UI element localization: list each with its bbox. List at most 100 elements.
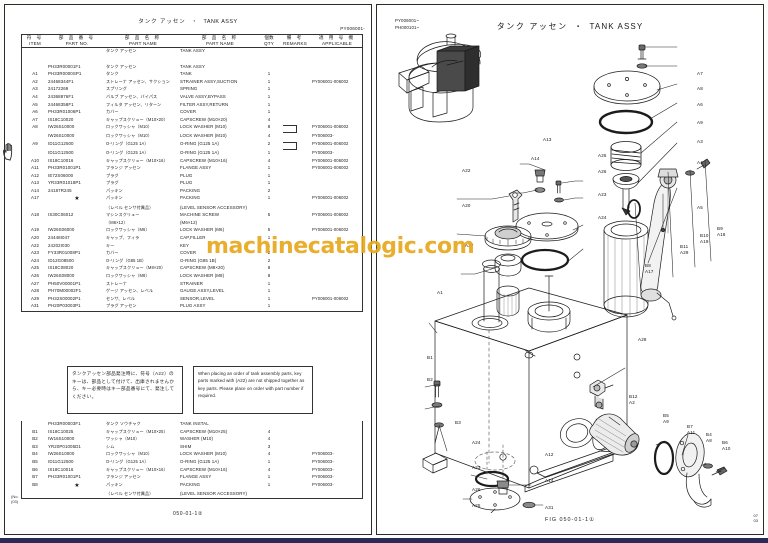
callout-label: B8 A17 [645, 263, 654, 274]
cell-item: A25 [21, 265, 48, 273]
cell-item [21, 149, 48, 158]
cell-item: A23 [21, 250, 48, 258]
cell-part-name-en: CAPSCREW (M8×20) [180, 265, 225, 271]
cell-applicable: PY006001-006002 [312, 140, 363, 150]
table-row: （M6×12）(M6×12) [21, 219, 363, 228]
callout-label: A7 [697, 71, 703, 76]
header-part-name-en: PART NAME [205, 41, 235, 47]
callout-label: A22 [462, 168, 471, 173]
cell-qty: 1 [267, 78, 271, 84]
cell-part-name-jp: スプリング [106, 86, 127, 92]
cell-item: A1 [21, 71, 48, 79]
cell-part-no: IW26S08000 [48, 272, 75, 278]
cell-qty: 4 [267, 133, 271, 139]
bottom-cover-group [431, 380, 536, 513]
parts-table: 符 号 ITEM 部 品 番 号 PART NO. 部 品 名 称 PART N… [21, 33, 363, 312]
scan-edge-bar [0, 538, 768, 543]
cell-applicable: PY006001-006002 [312, 195, 363, 205]
cell-remarks [278, 48, 312, 56]
cell-part-name-en: LOCK WASHER (M8) [180, 272, 225, 278]
cell-applicable: PY006003- [312, 458, 363, 467]
cell-part-name-jp: ロックワッシャ（M10） [106, 451, 153, 457]
cell-part-name-jp: カバー [106, 250, 119, 256]
cell-qty: 1 [267, 172, 271, 178]
header-remarks-jp: 備 考 [286, 35, 304, 40]
cell-part-no: PH33R01001P1 [48, 165, 81, 171]
header-applicable-jp: 適 用 号 機 [318, 35, 356, 40]
cell-part-name-jp: フィルタ アッセン、リターン [106, 101, 162, 107]
cell-remarks [278, 243, 312, 251]
cell-part-no: PH50V00001P1 [48, 280, 81, 286]
header-part-name-jp: 部 品 名 称 [124, 35, 162, 40]
serial-range: PY006001~ PH000101~ [395, 18, 419, 31]
left-title-en: TANK ASSY [203, 19, 238, 25]
cell-item: A2 [21, 78, 48, 87]
cell-applicable: PY006001-006002 [312, 295, 363, 304]
header-remarks: 備 考 REMARKS [278, 33, 312, 49]
header-part-name-jp-en: PART NAME [128, 41, 158, 47]
cell-applicable: PY006001-006002 [312, 212, 363, 220]
cell-part-name-en: LOCK WASHER (M6) [180, 227, 225, 233]
cell-item [21, 421, 48, 429]
cell-item: A8 [21, 124, 48, 134]
callout-label: A27 [465, 243, 474, 248]
cell-item: A27 [21, 280, 48, 289]
tank-body [422, 259, 628, 493]
cell-qty: 2 [267, 250, 271, 256]
cell-part-name-en: CAPSCREW (M10×16) [180, 157, 228, 163]
page-number-mark: (No. (03) [11, 494, 19, 505]
cell-remarks [278, 421, 312, 429]
cell-part-no: ★ [48, 482, 106, 491]
cell-part-name-en: COVER [180, 109, 197, 115]
cell-item [21, 219, 48, 228]
cell-item: B2 [21, 436, 48, 444]
diagram-panel: PY006001~ PH000101~ タンク アッセン ・ TANK ASSY [376, 4, 764, 535]
cell-applicable [312, 187, 363, 196]
header-qty: 個数 QTY [260, 33, 278, 49]
cell-item: A17 [21, 195, 48, 205]
cell-part-name-en: STRAINER ASSY,SUCTION [180, 78, 238, 84]
cell-part-name-en: VALVE ASSY,BYPASS [180, 93, 226, 99]
header-part-name-jp-col: 部 品 名 称 PART NAME [106, 33, 180, 49]
callout-label: A14 [531, 156, 540, 161]
cell-qty: 1 [267, 109, 271, 115]
callout-label: A31 [545, 505, 554, 510]
cell-applicable [312, 86, 363, 94]
cell-part-name-en: CAPSCREW (M10×25) [180, 428, 228, 434]
callout-label: A25 [598, 153, 607, 158]
cell-qty [260, 56, 278, 64]
cell-remarks [278, 482, 312, 491]
callout-label: A14 [545, 478, 554, 483]
cell-part-name-jp: O-リング（G125 1A） [106, 149, 149, 155]
callout-label: B7 A11 [687, 424, 696, 435]
cell-item: A6 [21, 109, 48, 117]
cell-qty: 5 [267, 212, 271, 218]
cell-remarks [278, 173, 312, 181]
cell-part-no: FY33R01008P1 [48, 250, 81, 256]
cell-part-no: IE72S06000 [48, 172, 74, 178]
cell-remarks [278, 220, 312, 228]
cell-part-no: IS18C08020 [48, 265, 74, 271]
cell-remarks [278, 303, 312, 312]
cell-part-no: PH32S00002P1 [48, 295, 81, 301]
header-applicable-en: APPLICABLE [321, 41, 353, 47]
cell-part-name-jp: O-リング（G85 1B） [106, 257, 147, 263]
cell-part-name-jp: （レベル センサ付属品） [106, 490, 180, 500]
cell-qty: 5 [267, 227, 271, 233]
cell-part-name-jp: フランジ アッセン [106, 474, 141, 480]
cell-qty: 1 [267, 288, 271, 294]
cell-item: A31 [21, 303, 48, 312]
